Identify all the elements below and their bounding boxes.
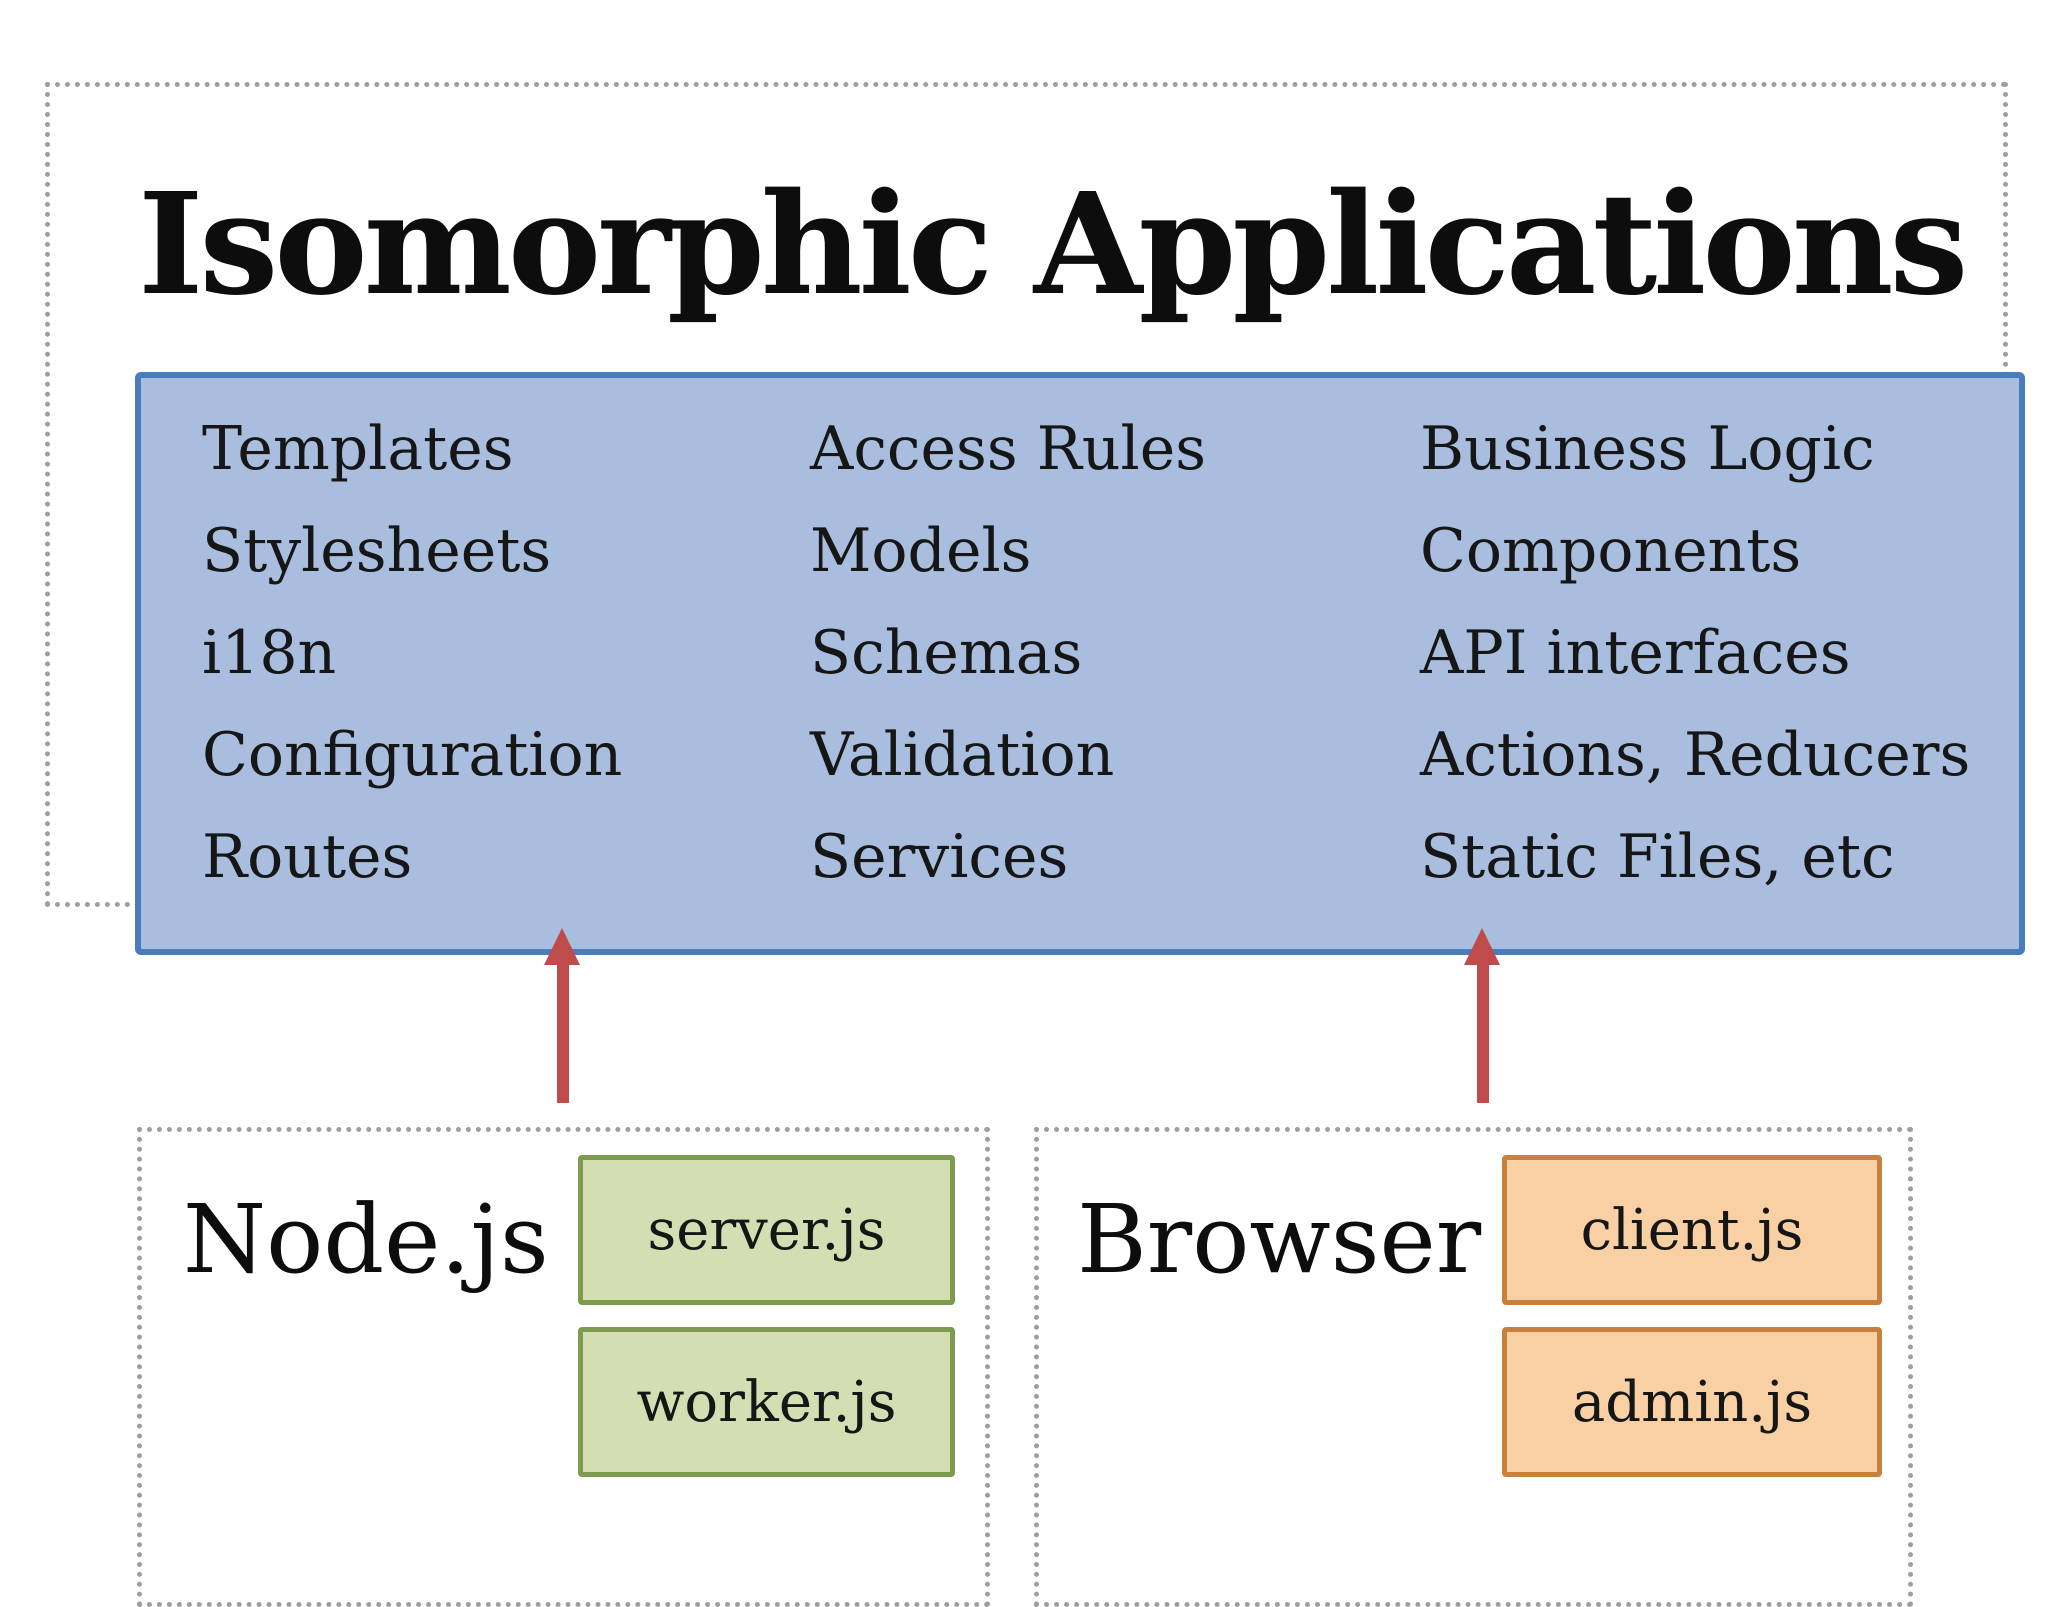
shared-item: Actions, Reducers	[1420, 720, 1971, 790]
up-arrow-browser	[1464, 928, 1501, 1103]
shared-item: Templates	[202, 414, 514, 484]
shared-item: Models	[810, 516, 1032, 586]
browser-box: Browser client.js admin.js	[1034, 1127, 1913, 1607]
diagram-canvas: Isomorphic Applications Templates Styles…	[45, 82, 2025, 1607]
shared-item: Stylesheets	[202, 516, 552, 586]
arrow-head-icon	[1464, 928, 1500, 965]
shared-item: Routes	[202, 822, 413, 892]
diagram-title: Isomorphic Applications	[138, 163, 1968, 327]
server-js-box: server.js	[578, 1155, 955, 1305]
shared-item: Services	[810, 822, 1069, 892]
shared-item: Validation	[810, 720, 1115, 790]
up-arrow-node	[544, 928, 581, 1103]
shared-item: Components	[1420, 516, 1802, 586]
nodejs-label: Node.js	[183, 1185, 549, 1295]
shared-code-box: Templates Stylesheets i18n Configuration…	[135, 372, 2025, 955]
admin-js-box: admin.js	[1502, 1327, 1882, 1477]
shared-column-3: Business Logic Components API interfaces…	[1420, 398, 1970, 908]
arrow-shaft	[556, 964, 569, 1103]
isomorphic-applications-box: Isomorphic Applications Templates Styles…	[45, 82, 2025, 955]
shared-item: API interfaces	[1420, 618, 1851, 688]
browser-label: Browser	[1077, 1185, 1482, 1295]
shared-column-1: Templates Stylesheets i18n Configuration…	[202, 398, 622, 908]
shared-item: i18n	[202, 618, 337, 688]
arrow-head-icon	[544, 928, 580, 965]
shared-item: Configuration	[202, 720, 623, 790]
client-js-box: client.js	[1502, 1155, 1882, 1305]
shared-item: Business Logic	[1420, 414, 1875, 484]
shared-item: Static Files, etc	[1420, 822, 1895, 892]
shared-column-2: Access Rules Models Schemas Validation S…	[810, 398, 1206, 908]
shared-item: Schemas	[810, 618, 1083, 688]
arrow-shaft	[1476, 964, 1489, 1103]
nodejs-box: Node.js server.js worker.js	[137, 1127, 990, 1607]
shared-item: Access Rules	[810, 414, 1207, 484]
worker-js-box: worker.js	[578, 1327, 955, 1477]
